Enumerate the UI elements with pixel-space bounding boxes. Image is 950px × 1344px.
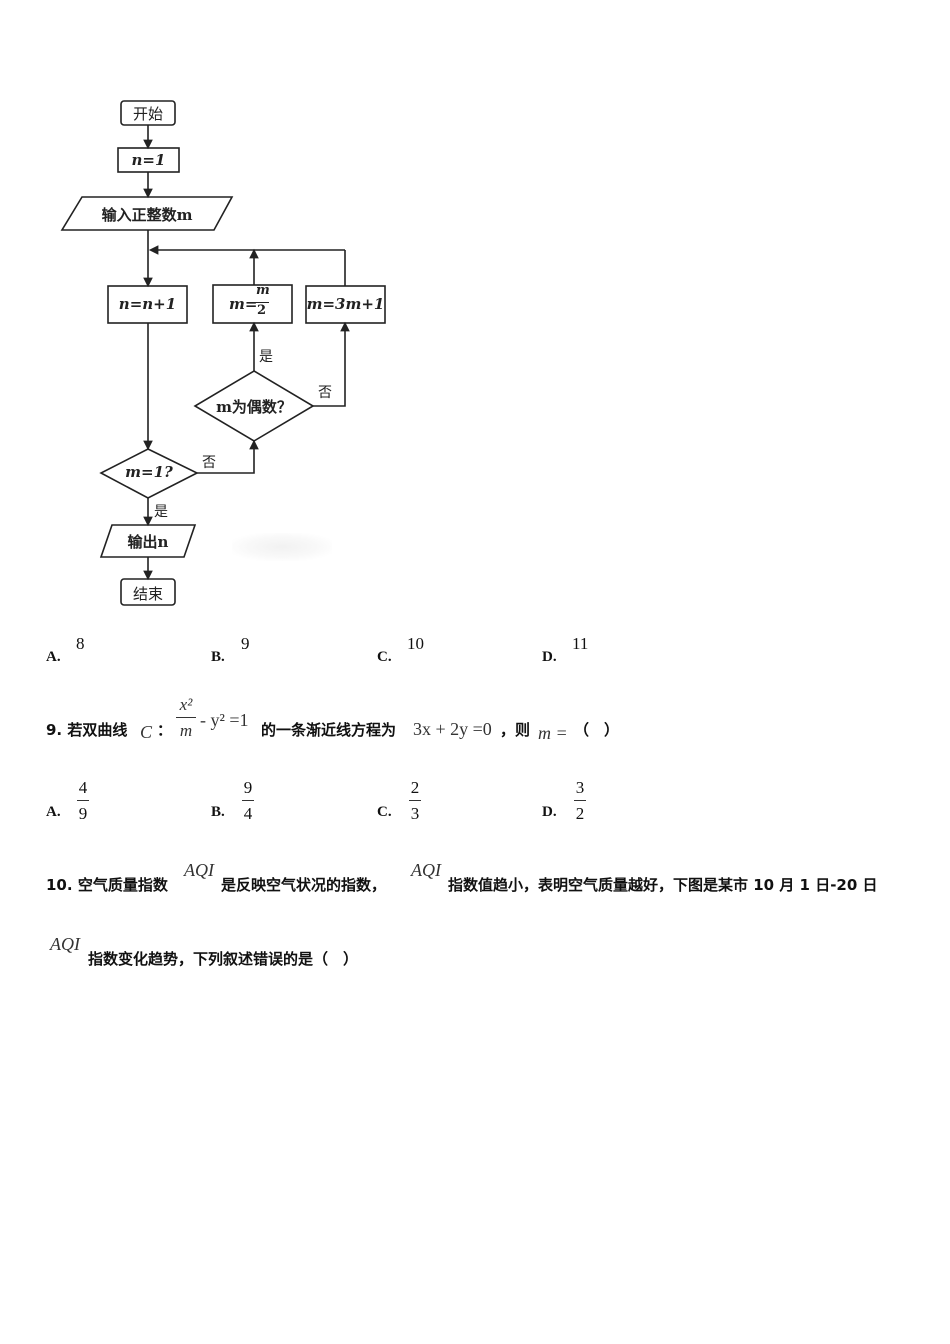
q10-aqi-1: AQI <box>184 860 214 880</box>
q10-lead: 10. 空气质量指数 <box>46 874 168 895</box>
q9-fraction: x² m <box>176 695 196 741</box>
q10-text-3: 指数值趋小，表明空气质量越好，下图是某市 10 月 1 日-20 日 <box>448 876 878 894</box>
q10-text-4: 指数变化趋势，下列叙述错误的是（ ） <box>88 950 359 968</box>
init-n-box: n=1 <box>131 151 166 169</box>
even-check-diamond: m为偶数？ <box>216 398 292 416</box>
flowchart-lines <box>60 100 386 606</box>
halve-fraction-bar <box>253 302 269 303</box>
q9-text-mid: 的一条渐近线方程为 <box>261 721 397 739</box>
q10-aqi-3: AQI <box>50 934 80 954</box>
q9-number: 9. <box>46 721 63 739</box>
q9-m-equals: m = <box>538 723 568 743</box>
halve-lhs: m= <box>229 295 258 313</box>
q10-text-1: 空气质量指数 <box>77 876 168 894</box>
q10-text-2: 是反映空气状况的指数， <box>221 876 387 894</box>
one-no-label: 否 <box>202 455 216 471</box>
halve-denominator: 2 <box>257 303 267 318</box>
q9-text-then: ，则 <box>500 721 531 739</box>
flowchart: 开始 n=1 输入正整数m n=n+1 m= m 2 m=3m+1 m为偶数？ … <box>0 0 420 620</box>
watermark-smudge <box>232 533 332 561</box>
q8-option-c[interactable]: C. 10 <box>377 634 424 665</box>
halve-numerator: m <box>256 283 270 298</box>
end-terminal: 结束 <box>132 585 163 603</box>
even-no-label: 否 <box>318 385 332 401</box>
increment-n-box: n=n+1 <box>118 295 177 313</box>
q10-number: 10. <box>46 876 73 894</box>
q8-option-b[interactable]: B. 9 <box>211 634 250 665</box>
q9-curve-c: C <box>140 722 153 742</box>
triple-m-box: m=3m+1 <box>306 295 385 313</box>
input-m-box: 输入正整数m <box>101 206 193 224</box>
q9-number-and-lead: 9. 若双曲线 <box>46 719 127 740</box>
q10-aqi-2: AQI <box>411 860 441 880</box>
start-terminal: 开始 <box>132 105 163 123</box>
q9-minus-y-squared: - y² =1 <box>200 710 249 730</box>
q9-text-lead: 若双曲线 <box>67 721 128 739</box>
even-yes-label: 是 <box>259 349 273 365</box>
q8-option-a[interactable]: A. 8 <box>46 634 85 665</box>
q8-option-d[interactable]: D. 11 <box>542 634 589 665</box>
q9-answer-paren: （ ） <box>574 721 620 739</box>
output-n-box: 输出n <box>127 533 169 551</box>
q9-colon: ： <box>157 721 173 739</box>
one-check-diamond: m=1? <box>125 463 173 481</box>
one-yes-label: 是 <box>154 504 168 520</box>
halve-m-box: m= m 2 <box>213 283 292 323</box>
q9-asymptote: 3x + 2y =0 <box>413 719 492 739</box>
